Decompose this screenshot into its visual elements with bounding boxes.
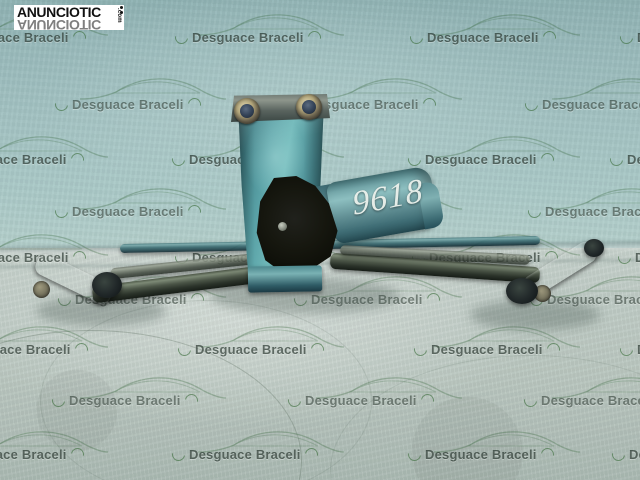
logo-dot: [120, 6, 123, 9]
pivot-bolt-right-outer: [534, 285, 551, 302]
pivot-shaft-right-tip: [584, 239, 604, 257]
pivot-bolt-left-outer: [33, 281, 50, 298]
logo-dot: [120, 11, 123, 14]
bracket-bottom-foot: [247, 265, 323, 293]
anunciotic-logo-suffix: .com: [116, 8, 122, 23]
anunciotic-logo-badge: ANUNCIOTIC ANUNCIOTIC .com: [14, 5, 124, 30]
anunciotic-logo-text: ANUNCIOTIC: [17, 5, 101, 20]
mounting-bolt-left: [234, 98, 260, 124]
part-shadow: [470, 300, 600, 330]
anunciotic-logo-reflection: ANUNCIOTIC: [17, 17, 101, 30]
pivot-joint-left: [92, 272, 122, 298]
pivot-joint-right: [506, 278, 538, 304]
anunciotic-logo-dots: [120, 6, 123, 16]
gear-housing-rivet: [278, 222, 287, 231]
mounting-bolt-right: [296, 94, 322, 120]
